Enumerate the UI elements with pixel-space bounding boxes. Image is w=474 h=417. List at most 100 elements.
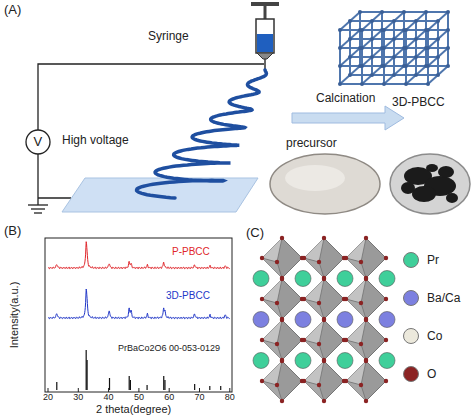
tick-label: 50 [127,393,151,403]
network-node [392,73,396,77]
reference-stick [130,380,131,390]
oxygen-atom [280,358,284,362]
network-strut [384,21,394,30]
network-strut [406,39,416,48]
reference-stick [56,382,57,390]
octahedron-edge [277,320,282,360]
axis-title: Intensity(a.u.) [8,282,20,349]
octahedron-edge [262,381,277,385]
network-strut [447,30,449,48]
xrd-curve [48,289,230,319]
network-node [338,46,342,50]
oxygen-atom [302,338,306,342]
network-strut [406,21,416,30]
process-arrow [292,106,404,130]
a-site-atom [379,271,395,287]
network-strut [384,57,394,66]
wire [38,64,264,130]
co-o-octahedron [262,238,302,278]
network-strut [437,57,439,75]
network-node [402,46,406,50]
tick-label: 30 [66,393,90,403]
tick-label: 70 [188,393,212,403]
octahedron-edge [277,279,282,319]
oxygen-atom [344,297,348,301]
oxygen-atom [275,342,279,346]
network-strut [362,83,384,85]
network-strut [406,83,428,85]
octahedron-edge [346,381,361,385]
reference-stick [86,350,87,390]
network-node [424,64,428,68]
oxygen-atom [322,317,326,321]
octahedron-edge [304,299,319,303]
oxygen-atom [302,297,306,301]
network-node [380,28,384,32]
octahedron-edge [304,381,319,385]
network-strut [416,66,426,75]
a-site-atom [295,271,311,287]
network-strut [384,47,406,49]
network-strut [340,47,362,49]
text-label: (B) [4,224,21,238]
network-node [414,37,418,41]
network-strut [350,30,360,39]
oxygen-atom [260,297,264,301]
axis-tick [199,388,200,392]
network-strut [394,48,404,57]
text-label: 3D-PBCC [166,290,210,301]
syringe-barrel [256,19,274,53]
network-strut [362,57,372,66]
text-label: 2 theta(degree) [96,403,171,415]
syringe-rod [264,6,267,19]
a-site-atom [379,312,395,328]
wire [38,197,71,198]
oxygen-atom [364,358,368,362]
text-label: High voltage [62,134,129,147]
text-label: precursor [286,137,337,150]
network-strut [428,39,438,48]
network-strut [339,66,341,84]
oxygen-atom [275,301,279,305]
network-strut [405,30,407,48]
ground-symbol [31,208,45,209]
network-strut [384,65,406,67]
network-node [348,55,352,59]
network-node [402,10,406,14]
text-label: (A) [4,3,21,17]
network-strut [428,57,438,66]
oxygen-atom [322,236,326,240]
network-strut [361,66,363,84]
a-site-atom [253,353,269,369]
oxygen-atom [344,338,348,342]
tick-label: 20 [36,393,60,403]
reference-stick [164,380,165,390]
network-strut [406,29,428,31]
network-strut [372,12,382,21]
network-strut [428,75,438,84]
syringe-plunger [251,2,279,6]
network-node [436,73,440,77]
network-node [414,19,418,23]
oxygen-atom [260,256,264,260]
network-strut [350,48,360,57]
network-strut [362,47,384,49]
network-node [404,82,408,86]
network-strut [394,12,404,21]
network-strut [394,30,404,39]
network-strut [340,65,362,67]
text-label: Calcination [316,92,375,105]
reference-stick [209,386,210,390]
octahedron-edge [346,299,361,303]
network-node [446,64,450,68]
network-strut [372,30,382,39]
oxygen-atom [280,276,284,280]
network-node [360,82,364,86]
oxygen-atom [359,301,363,305]
reference-stick [220,386,221,390]
network-strut [394,20,416,22]
network-node [338,64,342,68]
network-node [370,55,374,59]
voltmeter [26,130,50,154]
oxygen-atom [322,358,326,362]
